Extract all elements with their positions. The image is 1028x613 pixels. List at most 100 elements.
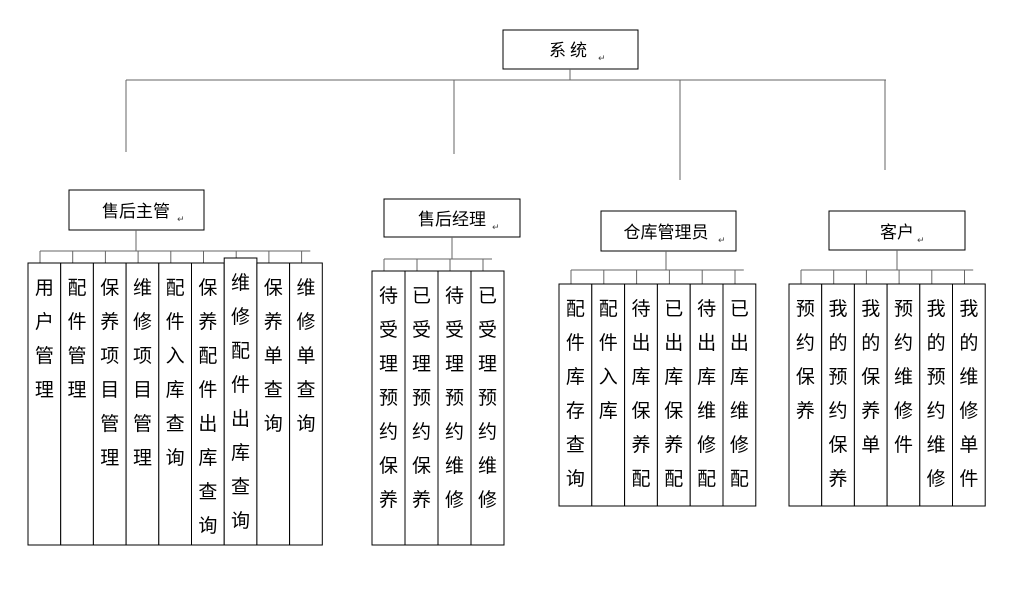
function-item-char: 养 bbox=[664, 434, 683, 456]
function-item-char: 维 bbox=[296, 277, 315, 299]
function-item-char: 我 bbox=[829, 298, 848, 320]
function-item-char: 出 bbox=[198, 413, 217, 435]
group-return-mark: ↵ bbox=[917, 236, 925, 246]
function-item-box bbox=[60, 262, 94, 546]
function-item-char: 我 bbox=[959, 298, 978, 320]
function-item-char: 件 bbox=[894, 434, 913, 456]
function-item-char: 询 bbox=[264, 413, 283, 435]
function-item-char: 配 bbox=[166, 277, 185, 299]
function-item-char: 约 bbox=[829, 400, 848, 422]
function-item-char: 件 bbox=[68, 311, 87, 333]
function-item-char: 询 bbox=[296, 413, 315, 435]
function-item-char: 已 bbox=[664, 298, 683, 320]
function-item-char: 出 bbox=[231, 408, 250, 430]
function-item-char: 维 bbox=[959, 366, 978, 388]
function-item-box bbox=[27, 262, 62, 546]
function-item-char: 件 bbox=[231, 374, 250, 396]
function-item-char: 库 bbox=[166, 379, 185, 401]
function-item-char: 理 bbox=[445, 353, 464, 375]
function-item-char: 库 bbox=[730, 366, 749, 388]
function-item-char: 件 bbox=[959, 468, 978, 490]
function-item-char: 配 bbox=[566, 298, 585, 320]
function-item-char: 我 bbox=[861, 298, 880, 320]
function-item-char: 待 bbox=[631, 298, 650, 320]
function-item-box bbox=[191, 262, 225, 546]
function-item-char: 查 bbox=[296, 379, 315, 401]
function-item-char: 的 bbox=[829, 332, 848, 354]
function-item-char: 询 bbox=[198, 515, 217, 537]
function-item-char: 配 bbox=[631, 468, 650, 490]
function-item-char: 保 bbox=[796, 366, 815, 388]
function-item-char: 查 bbox=[264, 379, 283, 401]
function-item-char: 预 bbox=[445, 387, 464, 409]
function-item-char: 件 bbox=[566, 332, 585, 354]
function-item-char: 保 bbox=[379, 455, 398, 477]
function-item-char: 保 bbox=[412, 455, 431, 477]
function-item-char: 库 bbox=[198, 447, 217, 469]
function-item-char: 养 bbox=[264, 311, 283, 333]
group-label-warehouse-keeper: 仓库管理员 bbox=[624, 223, 709, 243]
function-item-char: 目 bbox=[100, 379, 119, 401]
function-item-char: 受 bbox=[379, 319, 398, 341]
function-item-char: 约 bbox=[379, 421, 398, 443]
function-item-char: 保 bbox=[631, 400, 650, 422]
function-item-box bbox=[558, 283, 593, 507]
function-item-char: 理 bbox=[35, 379, 54, 401]
function-item-char: 入 bbox=[599, 366, 618, 388]
function-item-char: 单 bbox=[264, 345, 283, 367]
function-item-char: 预 bbox=[829, 366, 848, 388]
root-node: 系统 ↵ bbox=[502, 29, 639, 70]
function-item-char: 养 bbox=[379, 489, 398, 511]
function-item-char: 修 bbox=[959, 400, 978, 422]
function-item-char: 出 bbox=[631, 332, 650, 354]
group-return-mark: ↵ bbox=[177, 215, 185, 225]
function-item-char: 理 bbox=[379, 353, 398, 375]
group-return-mark: ↵ bbox=[492, 223, 500, 233]
function-item-char: 修 bbox=[730, 434, 749, 456]
group-label-after-sales-manager: 售后经理 bbox=[418, 210, 486, 230]
function-item-box bbox=[158, 262, 193, 546]
function-item-char: 维 bbox=[445, 455, 464, 477]
group-label-customer: 客户 bbox=[880, 223, 914, 243]
function-item-char: 修 bbox=[894, 400, 913, 422]
function-item-char: 维 bbox=[894, 366, 913, 388]
function-item-char: 询 bbox=[231, 510, 250, 532]
function-item-char: 待 bbox=[445, 285, 464, 307]
function-item-char: 配 bbox=[231, 340, 250, 362]
function-item-char: 查 bbox=[231, 476, 250, 498]
function-item-char: 已 bbox=[478, 285, 497, 307]
function-item-char: 单 bbox=[959, 434, 978, 456]
function-item-char: 维 bbox=[478, 455, 497, 477]
function-item-char: 出 bbox=[664, 332, 683, 354]
function-item-box bbox=[919, 283, 953, 507]
root-return-mark: ↵ bbox=[598, 54, 606, 64]
function-item-char: 保 bbox=[100, 277, 119, 299]
function-item-char: 单 bbox=[861, 434, 880, 456]
group-return-mark: ↵ bbox=[718, 236, 726, 246]
function-item-box bbox=[223, 257, 258, 546]
function-item-box bbox=[821, 283, 855, 507]
function-item-char: 待 bbox=[697, 298, 716, 320]
function-item-char: 理 bbox=[68, 379, 87, 401]
function-item-box bbox=[289, 262, 323, 546]
function-item-char: 约 bbox=[412, 421, 431, 443]
function-item-char: 维 bbox=[730, 400, 749, 422]
function-item-char: 受 bbox=[412, 319, 431, 341]
function-item-char: 户 bbox=[35, 311, 54, 333]
function-item-char: 预 bbox=[796, 298, 815, 320]
function-item-char: 保 bbox=[264, 277, 283, 299]
supervisor-function-list: 用户管理配件管理保养项目管理维修项目管理配件入库查询保养配件出库查询维修配件出库… bbox=[27, 230, 323, 546]
function-item-char: 入 bbox=[166, 345, 185, 367]
function-item-box bbox=[256, 262, 291, 546]
function-item-char: 修 bbox=[478, 489, 497, 511]
function-item-char: 理 bbox=[412, 353, 431, 375]
function-item-char: 用 bbox=[35, 277, 54, 299]
function-item-char: 我 bbox=[927, 298, 946, 320]
function-item-char: 配 bbox=[697, 468, 716, 490]
function-item-char: 养 bbox=[861, 400, 880, 422]
function-item-char: 的 bbox=[861, 332, 880, 354]
function-item-char: 受 bbox=[478, 319, 497, 341]
